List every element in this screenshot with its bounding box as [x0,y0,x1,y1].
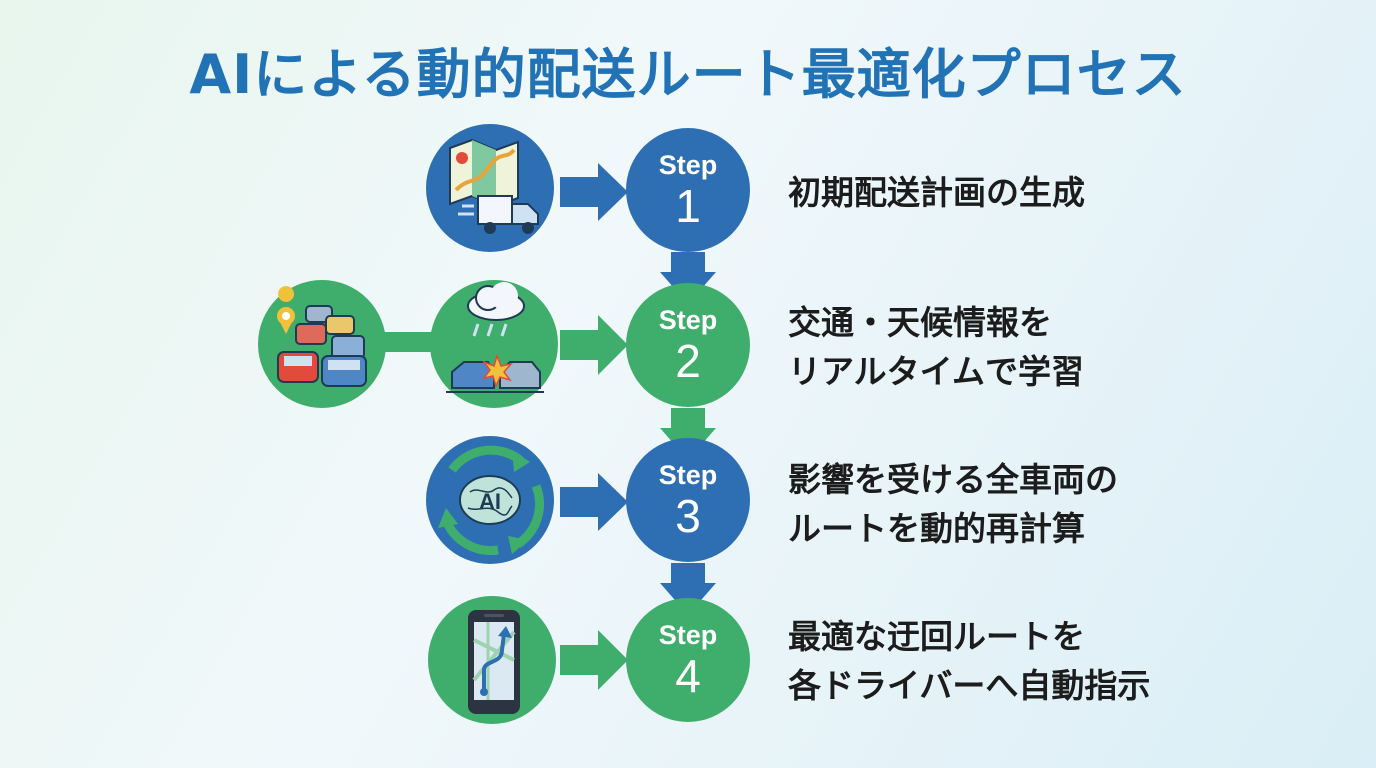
right-arrow-step4 [560,630,628,690]
ai-brain-cycle-icon: AI [426,436,554,564]
description-line: 交通・天候情報を [788,303,1052,342]
step-circle-4 [626,598,750,722]
step-description-1: 初期配送計画の生成 [788,168,1085,217]
step-word: Step [658,150,718,180]
step-description-3: 影響を受ける全車両の ルートを動的再計算 [788,455,1118,553]
weather-accident-icon [430,280,558,408]
step-label-4: Step 4 [626,620,750,702]
step-circle-3 [626,438,750,562]
description-line: 影響を受ける全車両の [788,460,1118,499]
description-line: 初期配送計画の生成 [788,173,1085,212]
step-circle-2 [626,283,750,407]
traffic-jam-icon [258,280,386,408]
step-number: 4 [675,650,701,702]
right-arrow-step1 [560,163,628,221]
step-description-4: 最適な迂回ルートを 各ドライバーへ自動指示 [788,612,1150,710]
description-line: ルートを動的再計算 [788,509,1085,548]
right-arrow-step3 [560,473,628,531]
description-line: 最適な迂回ルートを [788,617,1085,656]
step-label-3: Step 3 [626,460,750,542]
map-truck-icon [426,124,554,252]
step-word: Step [658,460,718,490]
step-label-2: Step 2 [626,305,750,387]
ai-label: AI [479,489,501,514]
step-word: Step [658,620,718,650]
step-word: Step [658,305,718,335]
connector-step2-icons [380,315,628,375]
description-line: リアルタイムで学習 [788,352,1085,391]
step-circle-1 [626,128,750,252]
step-label-1: Step 1 [626,150,750,232]
page-title: AIによる動的配送ルート最適化プロセス [189,43,1187,106]
step-number: 1 [675,180,701,232]
smartphone-route-icon [428,596,556,724]
description-line: 各ドライバーへ自動指示 [788,666,1151,705]
step-number: 2 [675,335,701,387]
step-number: 3 [675,490,701,542]
step-description-2: 交通・天候情報を リアルタイムで学習 [788,298,1084,396]
